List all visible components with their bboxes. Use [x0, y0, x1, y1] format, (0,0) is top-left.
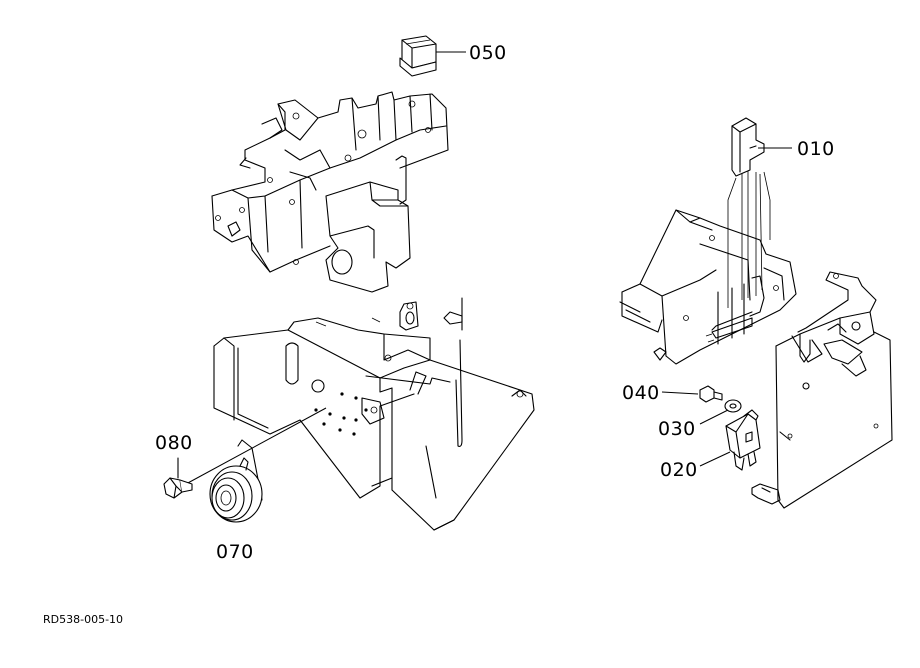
- part-050-relay-cap: [399, 35, 437, 77]
- leader-040: [661, 391, 699, 395]
- callout-010: 010: [797, 138, 835, 160]
- part-020-relay: [725, 409, 761, 471]
- callout-070: 070: [216, 541, 254, 563]
- drawing-code: RD538-005-10: [43, 613, 124, 626]
- callout-020: 020: [660, 459, 698, 481]
- right-side-frame: [619, 168, 797, 365]
- callout-050: 050: [469, 42, 507, 64]
- part-070-horn: [209, 439, 263, 523]
- callout-040: 040: [622, 382, 660, 404]
- leader-070-080: [185, 407, 327, 485]
- lower-base-frame: [213, 297, 535, 531]
- upper-frame-bracket: [211, 91, 449, 293]
- part-080-bolt: [163, 457, 193, 499]
- right-bracket-plate: [751, 271, 893, 509]
- part-010-connector: [731, 117, 765, 177]
- part-030-washer: [724, 399, 742, 413]
- callout-030: 030: [658, 418, 696, 440]
- leader-020: [699, 451, 731, 467]
- leader-030: [699, 409, 729, 425]
- part-040-screw: [699, 385, 723, 403]
- callout-080: 080: [155, 432, 193, 454]
